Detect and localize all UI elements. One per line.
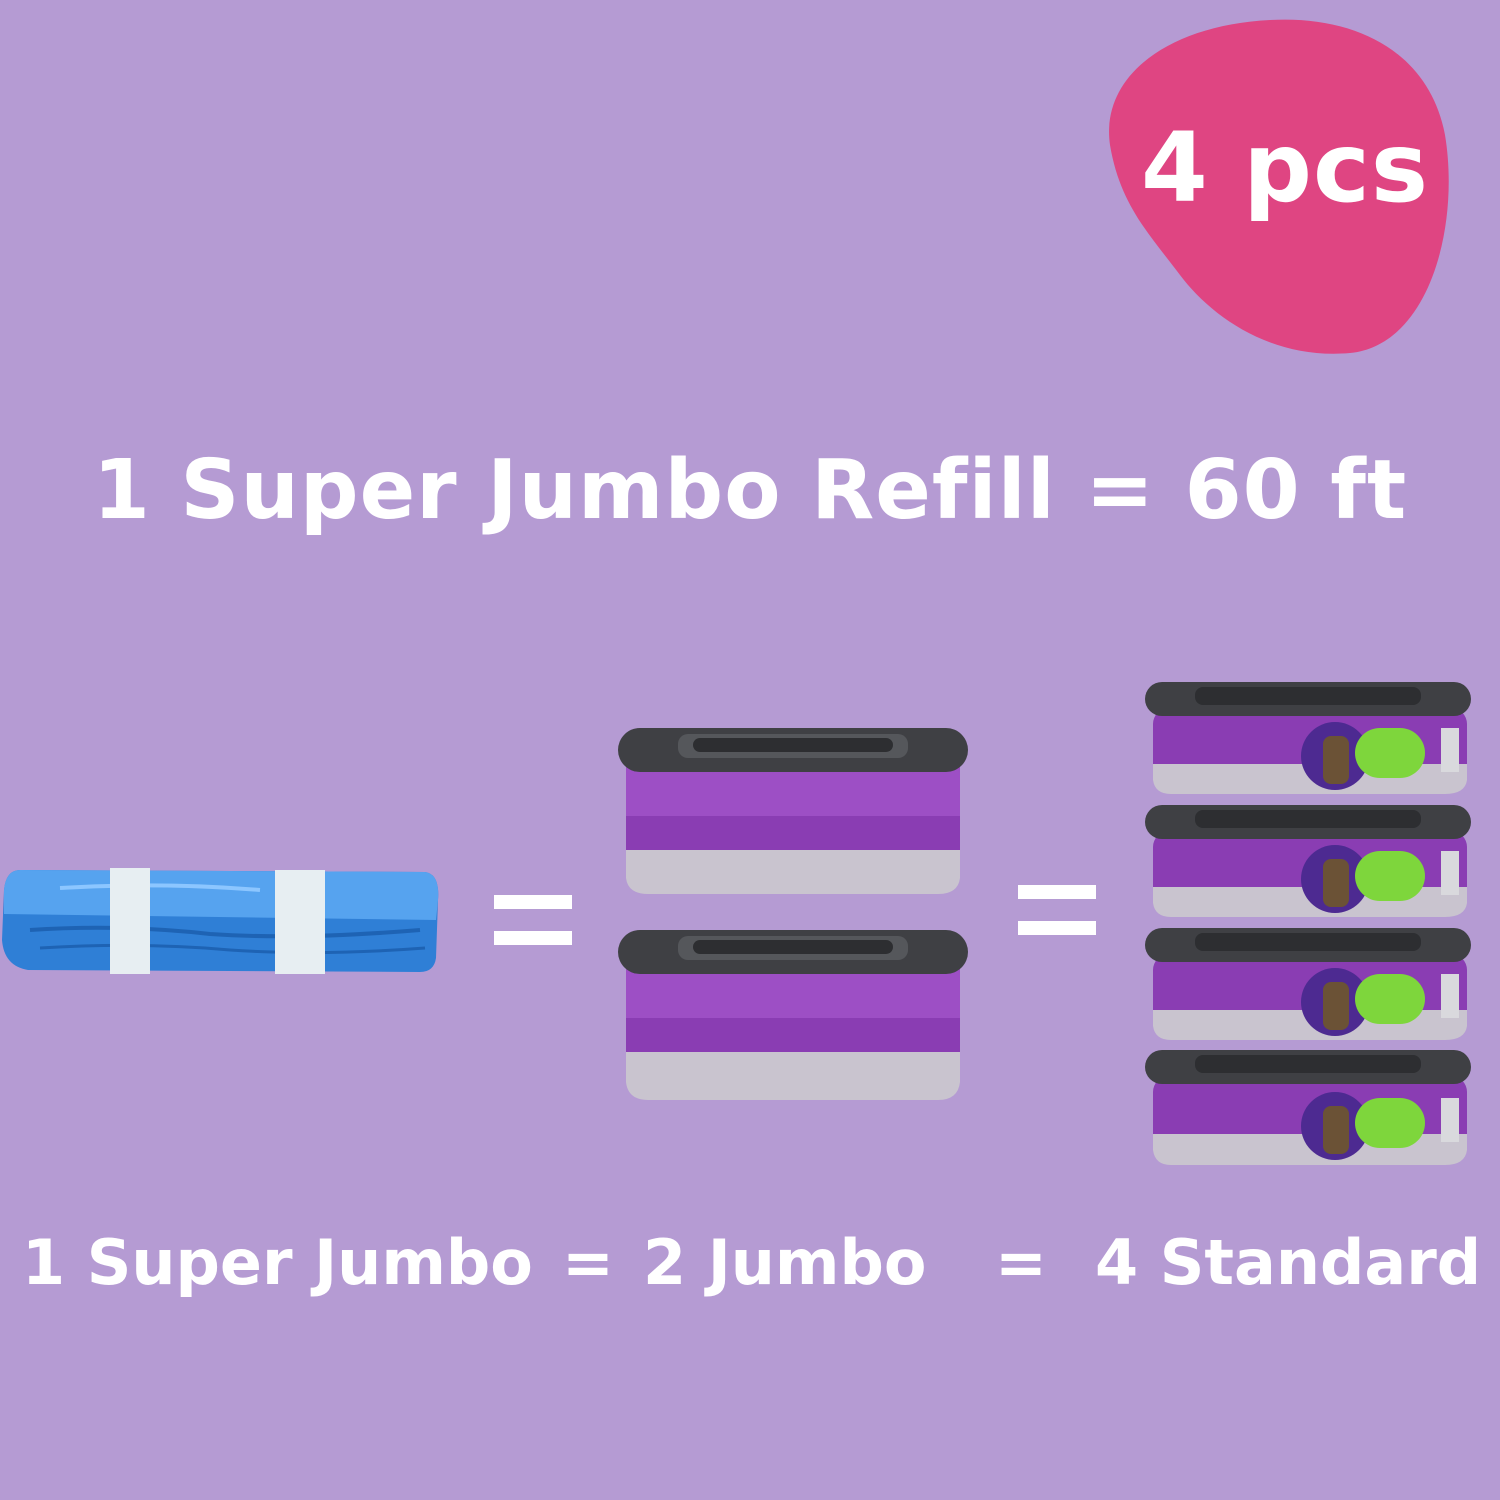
caption-equals-1: = <box>562 1226 614 1299</box>
jumbo-cartridge-1 <box>618 728 968 894</box>
quantity-badge: 4 pcs <box>1100 15 1450 355</box>
jumbo-cartridge-2 <box>618 930 968 1100</box>
equals-sign-1 <box>494 895 572 945</box>
badge-blob-shape <box>1109 19 1449 354</box>
headline: 1 Super Jumbo Refill = 60 ft <box>92 443 1408 538</box>
standard-cartridge-2 <box>1145 805 1471 917</box>
refill-bag-image <box>2 868 439 974</box>
caption-jumbo: 2 Jumbo <box>643 1226 927 1299</box>
standard-cartridge-1 <box>1145 682 1471 794</box>
caption-super-jumbo: 1 Super Jumbo <box>22 1226 533 1299</box>
standard-cartridge-3 <box>1145 928 1471 1040</box>
standard-cartridge-4 <box>1145 1050 1471 1165</box>
bag-band-right <box>275 870 325 974</box>
bag-band-left <box>110 868 150 974</box>
caption-equals-2: = <box>995 1226 1047 1299</box>
caption-standard: 4 Standard <box>1095 1226 1482 1299</box>
equals-sign-2 <box>1018 885 1096 935</box>
badge-label: 4 pcs <box>1141 112 1429 224</box>
